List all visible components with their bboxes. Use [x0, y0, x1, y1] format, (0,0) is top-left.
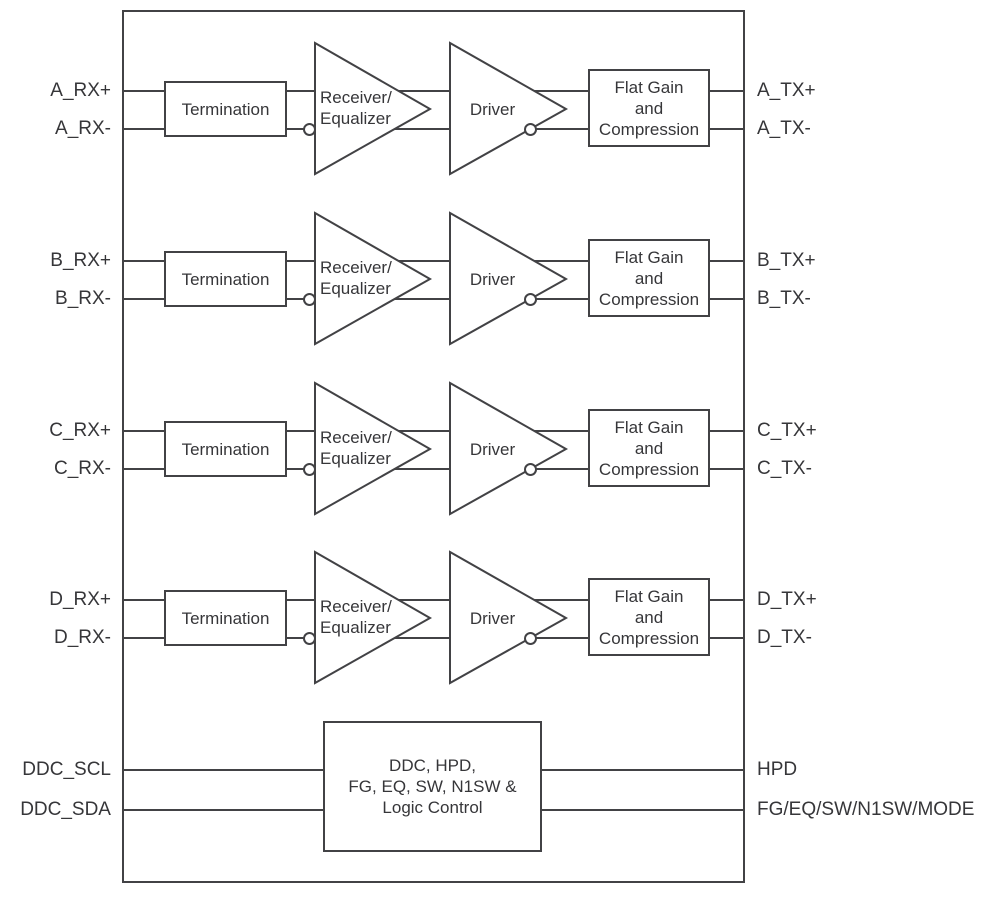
receiver-equalizer-amplifier-icon [314, 550, 433, 685]
pin-label-b-tx-plus: B_TX+ [757, 250, 816, 271]
driver-label: Driver [469, 609, 516, 628]
pin-label-d-rx-minus: D_RX- [53, 627, 111, 648]
receiver-equalizer-label: Receiver/ Equalizer [320, 428, 392, 468]
receiver-equalizer-amplifier-icon [314, 41, 433, 176]
termination-label: Termination [181, 608, 270, 628]
termination-label: Termination [181, 99, 270, 119]
signal-line-rx-plus [122, 430, 745, 432]
channel-d: D_RX+ D_RX- Termination Receiver/ Equali… [0, 509, 1000, 689]
termination-block: Termination [164, 251, 287, 307]
driver-amplifier-icon [449, 41, 569, 176]
signal-line-rx-plus [122, 90, 745, 92]
flat-gain-compression-block: Flat Gain and Compression [588, 69, 710, 147]
flat-gain-compression-block: Flat Gain and Compression [588, 409, 710, 487]
channel-a: A_RX+ A_RX- Termination Receiver/ Equali… [0, 0, 1000, 180]
pin-label-a-rx-plus: A_RX+ [50, 80, 111, 101]
termination-label: Termination [181, 269, 270, 289]
inverting-output-circle-icon [524, 632, 537, 645]
inverting-output-circle-icon [524, 123, 537, 136]
pin-label-d-rx-plus: D_RX+ [49, 589, 111, 610]
driver-label: Driver [469, 440, 516, 459]
pin-label-b-rx-minus: B_RX- [55, 288, 111, 309]
inverting-output-circle-icon [524, 463, 537, 476]
pin-label-c-tx-plus: C_TX+ [757, 420, 817, 441]
receiver-equalizer-label: Receiver/ Equalizer [320, 88, 392, 128]
channel-c: C_RX+ C_RX- Termination Receiver/ Equali… [0, 340, 1000, 520]
signal-line-rx-minus [122, 637, 745, 639]
pin-label-d-tx-plus: D_TX+ [757, 589, 817, 610]
pin-label-ddc-sda: DDC_SDA [20, 799, 111, 820]
driver-label: Driver [469, 100, 516, 119]
driver-amplifier-icon [449, 211, 569, 346]
flat-gain-compression-block: Flat Gain and Compression [588, 239, 710, 317]
inverting-output-circle-icon [524, 293, 537, 306]
signal-line-rx-plus [122, 260, 745, 262]
termination-block: Termination [164, 421, 287, 477]
driver-amplifier-icon [449, 381, 569, 516]
pin-label-hpd: HPD [757, 759, 798, 780]
driver-label: Driver [469, 270, 516, 289]
pin-label-d-tx-minus: D_TX- [757, 627, 812, 648]
chip-boundary [122, 10, 745, 883]
flat-gain-compression-block: Flat Gain and Compression [588, 578, 710, 656]
driver-amplifier-icon [449, 550, 569, 685]
receiver-equalizer-label: Receiver/ Equalizer [320, 597, 392, 637]
termination-block: Termination [164, 590, 287, 646]
pin-label-c-rx-minus: C_RX- [53, 458, 111, 479]
termination-label: Termination [181, 439, 270, 459]
signal-line-rx-minus [122, 128, 745, 130]
signal-line-rx-minus [122, 468, 745, 470]
pin-label-c-rx-plus: C_RX+ [49, 420, 111, 441]
pin-label-ddc-scl: DDC_SCL [22, 759, 111, 780]
signal-line-rx-plus [122, 599, 745, 601]
channel-b: B_RX+ B_RX- Termination Receiver/ Equali… [0, 170, 1000, 350]
pin-label-mode: FG/EQ/SW/N1SW/MODE [757, 799, 975, 820]
pin-label-c-tx-minus: C_TX- [757, 458, 812, 479]
receiver-equalizer-label: Receiver/ Equalizer [320, 258, 392, 298]
termination-block: Termination [164, 81, 287, 137]
receiver-equalizer-amplifier-icon [314, 211, 433, 346]
signal-line-rx-minus [122, 298, 745, 300]
pin-label-b-rx-plus: B_RX+ [50, 250, 111, 271]
inverting-input-circle-icon [303, 123, 316, 136]
inverting-input-circle-icon [303, 632, 316, 645]
inverting-input-circle-icon [303, 463, 316, 476]
pin-label-a-tx-minus: A_TX- [757, 118, 811, 139]
inverting-input-circle-icon [303, 293, 316, 306]
receiver-equalizer-amplifier-icon [314, 381, 433, 516]
pin-label-b-tx-minus: B_TX- [757, 288, 811, 309]
pin-label-a-tx-plus: A_TX+ [757, 80, 816, 101]
logic-control-block: DDC, HPD, FG, EQ, SW, N1SW & Logic Contr… [323, 721, 542, 852]
pin-label-a-rx-minus: A_RX- [55, 118, 111, 139]
